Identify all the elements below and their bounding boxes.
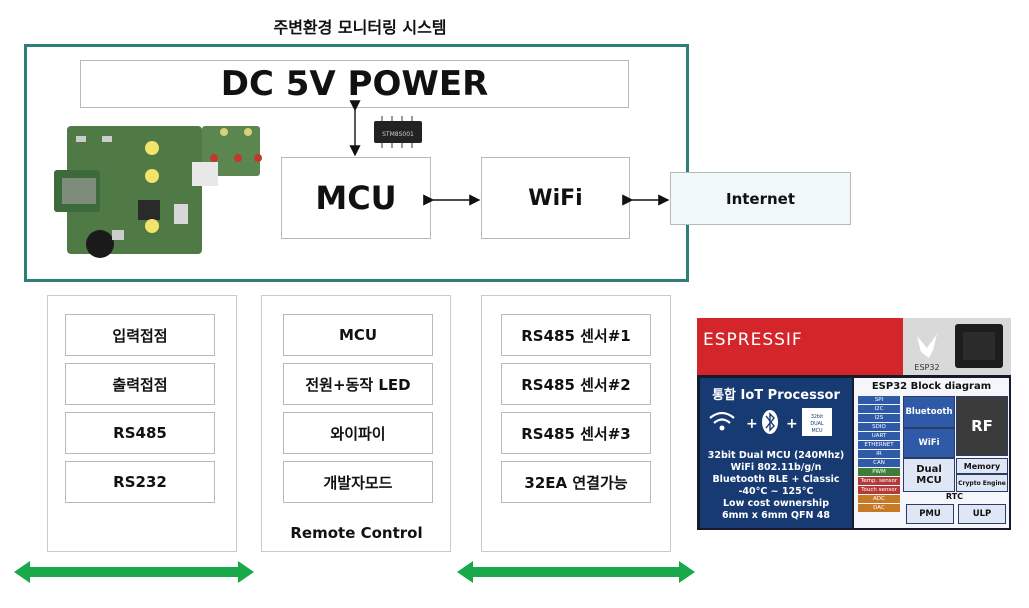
sensor-item: 32EA 연결가능 (501, 461, 651, 503)
control-item: 와이파이 (283, 412, 433, 454)
spec-line: WiFi 802.11b/g/n (730, 462, 822, 473)
peripheral-pin: IR (858, 450, 900, 458)
peripheral-pin: PWM (858, 468, 900, 476)
chip-icon: STM8S001 (374, 116, 422, 148)
page-title: 주변환경 모니터링 시스템 (273, 18, 447, 37)
svg-text:MCU: MCU (812, 428, 823, 434)
remote-control-caption: Remote Control (290, 524, 423, 542)
block-diagram-panel: ESP32 Block diagram SPI I2C I2S SDIO UAR… (854, 378, 1009, 528)
svg-text:32bit: 32bit (811, 414, 823, 420)
svg-text:DUAL: DUAL (810, 421, 823, 427)
espressif-logo: ESPRESSIF (703, 330, 803, 350)
spec-line: Bluetooth BLE + Classic (712, 474, 840, 485)
spec-line: -40°C ~ 125°C (738, 486, 814, 497)
peripheral-pin: Touch sensor (858, 486, 900, 494)
svg-text:ESP32: ESP32 (914, 363, 939, 372)
peripheral-pin: I2S (858, 414, 900, 422)
svg-text:+: + (746, 416, 758, 432)
memory-block: Memory (956, 458, 1008, 474)
spec-line: 32bit Dual MCU (240Mhz) (707, 450, 845, 461)
spec-line: Low cost ownership (723, 498, 829, 509)
power-box: DC 5V POWER (80, 60, 629, 108)
pmu-block: PMU (906, 504, 954, 524)
peripheral-pin: UART (858, 432, 900, 440)
control-item: 전원+동작 LED (283, 363, 433, 405)
block-diagram-title: ESP32 Block diagram (871, 381, 992, 392)
left-double-arrow (14, 561, 254, 583)
pcb-board-image (54, 126, 262, 258)
control-item: 개발자모드 (283, 461, 433, 503)
feature-icons: + + 32bit DUAL MCU (709, 408, 832, 436)
io-item: 출력접점 (65, 363, 215, 405)
control-item: MCU (283, 314, 433, 356)
svg-text:+: + (786, 416, 798, 432)
io-item: RS485 (65, 412, 215, 454)
peripheral-pin: SDIO (858, 423, 900, 431)
bird-icon: ESP32 (914, 324, 1003, 372)
peripheral-pin: ETHERNET (858, 441, 900, 449)
peripheral-pin: DAC (858, 504, 900, 512)
peripheral-pin: Temp. sensor (858, 477, 900, 485)
bluetooth-icon (762, 410, 778, 434)
sensor-item: RS485 센서#2 (501, 363, 651, 405)
esp32-chip-banner: ESP32 (903, 318, 1011, 375)
iot-processor-title: 통합 IoT Processor (712, 388, 840, 403)
sensor-item: RS485 센서#3 (501, 412, 651, 454)
peripheral-pin: I2C (858, 405, 900, 413)
sensor-item: RS485 센서#1 (501, 314, 651, 356)
wifi-box: WiFi (481, 157, 630, 239)
peripheral-pin: CAN (858, 459, 900, 467)
system-frame (24, 44, 689, 282)
mcu-chip-icon: 32bit DUAL MCU (802, 408, 832, 436)
internet-box: Internet (670, 172, 851, 225)
peripheral-pin: ADC (858, 495, 900, 503)
wifi-icon (709, 411, 735, 424)
svg-text:STM8S001: STM8S001 (382, 131, 414, 138)
rf-block: RF (956, 396, 1008, 456)
spec-line: 6mm x 6mm QFN 48 (722, 510, 830, 521)
esp32-infographic: ESPRESSIF ESP32 통합 IoT Processor + + 32b… (697, 318, 1011, 530)
io-item: 입력접점 (65, 314, 215, 356)
peripheral-pin: SPI (858, 396, 900, 404)
crypto-engine-block: Crypto Engine (956, 474, 1008, 492)
iot-processor-panel: 통합 IoT Processor + + 32bit DUAL MCU 32bi… (700, 378, 852, 528)
ulp-block: ULP (958, 504, 1006, 524)
espressif-banner: ESPRESSIF (697, 318, 903, 375)
dual-mcu-block: Dual MCU (903, 458, 955, 492)
bluetooth-block: Bluetooth (903, 396, 955, 428)
rtc-label: RTC (945, 492, 964, 501)
wifi-block: WiFi (903, 428, 955, 458)
right-double-arrow (457, 561, 695, 583)
io-item: RS232 (65, 461, 215, 503)
esp32-specs: 32bit Dual MCU (240Mhz) WiFi 802.11b/g/n… (700, 450, 852, 522)
